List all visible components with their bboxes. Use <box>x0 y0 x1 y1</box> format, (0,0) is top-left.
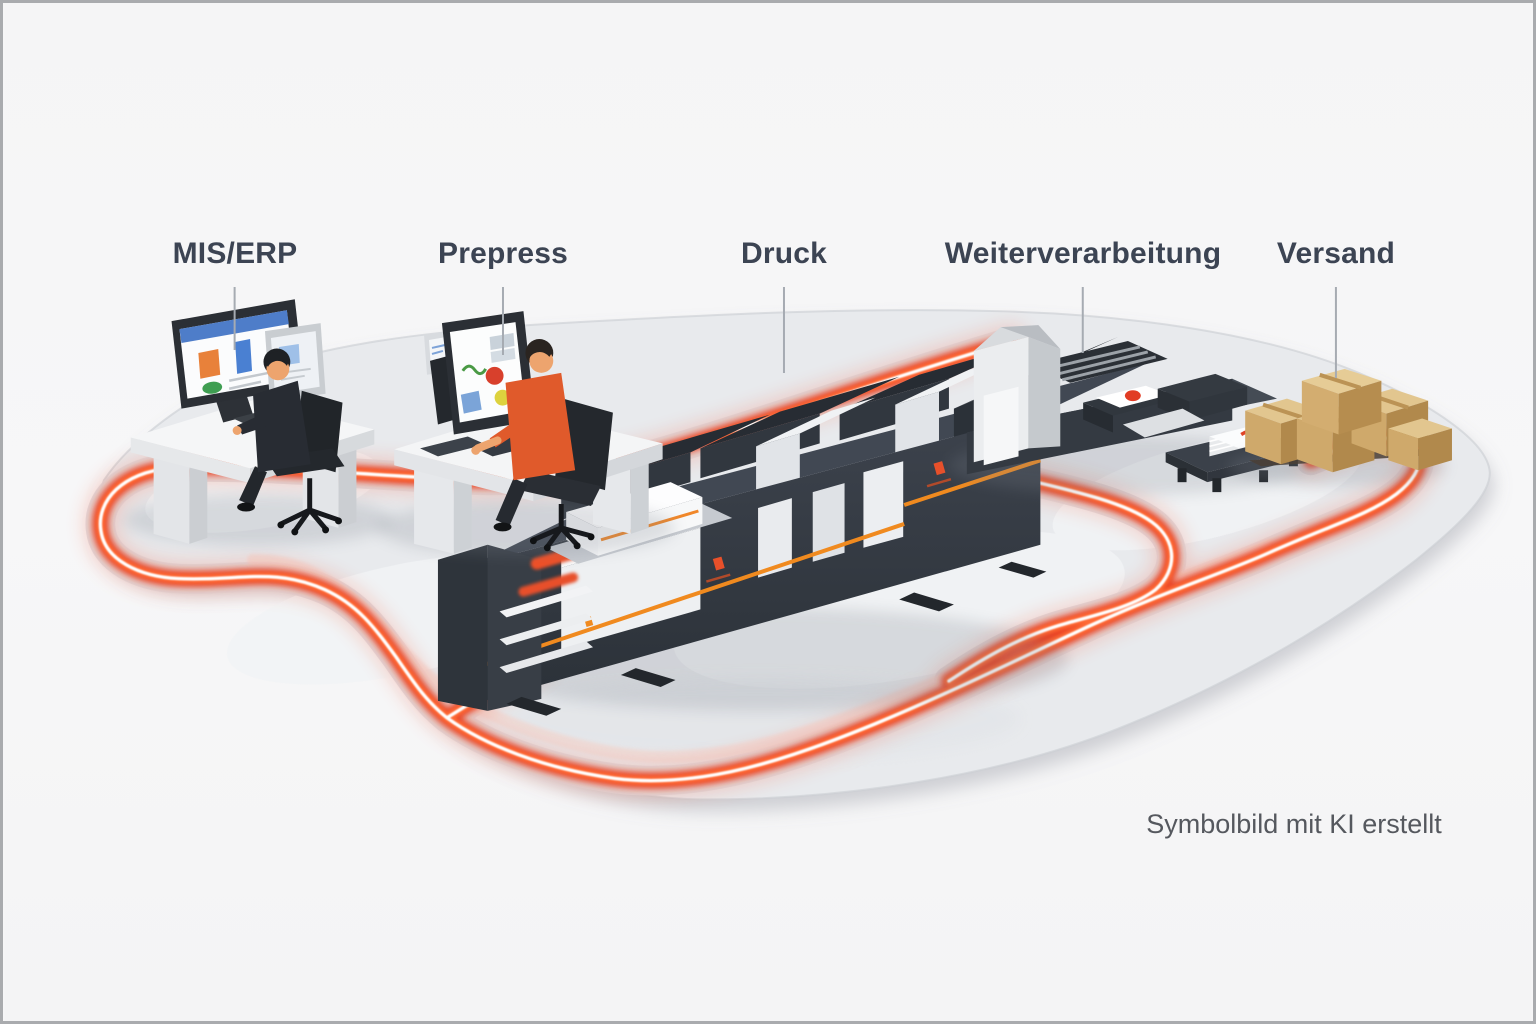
finishing-machine <box>948 325 1311 496</box>
mis-erp-operator <box>232 348 311 512</box>
mis-erp-workstation <box>123 299 393 546</box>
prepress-workstation <box>377 311 676 556</box>
prepress-operator <box>471 339 576 532</box>
ai-image-caption: Symbolbild mit KI erstellt <box>1146 809 1442 839</box>
shipping-boxes <box>1227 368 1452 487</box>
desk-pad <box>420 436 486 457</box>
prepress-monitor <box>429 311 536 435</box>
print-workflow-scene <box>4 3 1532 1021</box>
